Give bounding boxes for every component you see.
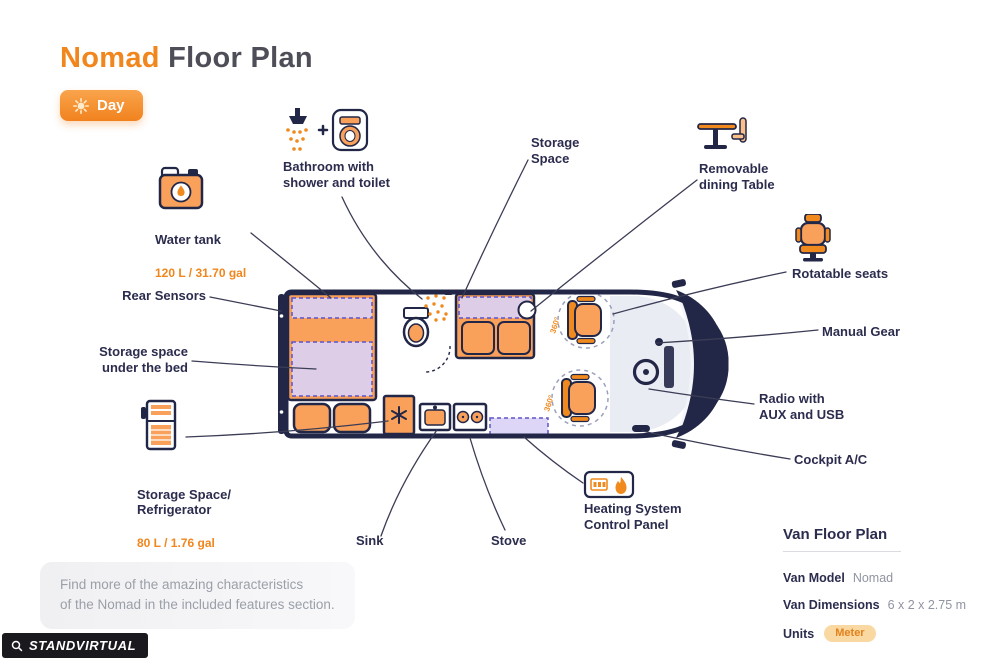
dining-table-icon <box>697 117 747 149</box>
callout-sink: Sink <box>356 533 384 548</box>
magnifier-icon <box>11 640 23 651</box>
van-dimensions-value: 6 x 2 x 2.75 m <box>887 598 967 612</box>
bathroom-door-swing <box>423 345 451 373</box>
callout-dining-table: Removable dining Table <box>699 161 775 192</box>
callout-under-bed: Storage space under the bed <box>99 344 188 375</box>
callout-storage-space: Storage Space <box>531 135 580 166</box>
callout-manual-gear: Manual Gear <box>822 324 901 339</box>
water-tank-icon <box>158 166 204 210</box>
pillow <box>292 402 332 434</box>
callout-rear-sensors: Rear Sensors <box>122 288 206 303</box>
entry-storage-zone <box>489 417 549 436</box>
van-info-panel: Van Floor Plan Van Model Nomad Van Dimen… <box>783 526 993 642</box>
dining-table <box>517 300 537 320</box>
line-stove <box>469 437 506 531</box>
info-row-van-model: Van Model Nomad <box>783 571 993 585</box>
water-tank-capacity: 120 L / 31.70 gal <box>155 265 247 280</box>
info-panel-title: Van Floor Plan <box>783 526 902 552</box>
callout-fridge: Storage Space/ Refrigerator 80 L / 1.76 … <box>137 471 231 566</box>
line-rear-sensors <box>209 296 282 312</box>
callout-heating: Heating System Control Panel <box>584 501 682 532</box>
faucet <box>433 405 437 410</box>
callout-water-tank: Water tank 120 L / 31.70 gal <box>155 216 246 296</box>
fridge-icon <box>141 399 177 451</box>
shower-spray <box>424 294 448 322</box>
water-tank-label: Water tank <box>155 231 221 247</box>
mirror-bottom <box>671 440 687 449</box>
heating-panel-icon <box>583 470 635 499</box>
ac-vent <box>632 425 650 432</box>
under-bed-storage-zone <box>291 341 373 397</box>
van-dimensions-label: Van Dimensions <box>783 598 880 612</box>
rear-sensor-dot <box>279 410 284 414</box>
flame-icon <box>615 477 627 494</box>
stove-unit <box>452 402 488 432</box>
rotatable-seat-driver: 360° <box>542 369 609 427</box>
brand-name: Nomad <box>60 42 160 74</box>
callout-bathroom: Bathroom with shower and toilet <box>283 159 390 190</box>
bed-storage-zone <box>291 297 373 319</box>
radio-console <box>664 346 674 388</box>
pillow <box>332 402 372 434</box>
day-mode-toggle[interactable]: Day <box>60 90 143 121</box>
plus-icon <box>317 124 329 136</box>
callout-rotatable-seats: Rotatable seats <box>792 266 889 281</box>
fridge-label: Storage Space/ Refrigerator <box>137 486 231 518</box>
van-model-label: Van Model <box>783 571 845 585</box>
rear-sensor-dot <box>279 314 284 318</box>
steering-wheel <box>632 358 660 386</box>
info-row-van-dimensions: Van Dimensions 6 x 2 x 2.75 m <box>783 598 993 612</box>
day-mode-label: Day <box>97 97 125 114</box>
fan-symbol <box>391 406 407 424</box>
page-title: Nomad Floor Plan <box>60 42 313 75</box>
page-title-rest: Floor Plan <box>168 42 313 74</box>
gear-knob <box>655 338 663 346</box>
info-row-units: Units Meter <box>783 625 993 642</box>
van-floor-plan: 360° 360° <box>278 279 729 449</box>
callout-cockpit-ac: Cockpit A/C <box>794 452 868 467</box>
mirror-top <box>671 279 687 288</box>
windshield <box>677 297 694 431</box>
watermark-text: STANDVIRTUAL <box>29 638 137 653</box>
seat-icon <box>795 214 831 262</box>
fridge-capacity: 80 L / 1.76 gal <box>137 536 215 551</box>
watermark: STANDVIRTUAL <box>2 633 149 658</box>
van-model-value: Nomad <box>852 571 894 585</box>
features-note: Find more of the amazing characteristics… <box>40 562 355 629</box>
bathroom-icon <box>286 108 369 152</box>
callout-stove: Stove <box>491 533 527 548</box>
units-meter-badge[interactable]: Meter <box>824 625 876 642</box>
sun-icon <box>73 97 89 114</box>
cushion <box>497 321 531 355</box>
toilet-tank <box>403 307 429 319</box>
units-label: Units <box>783 626 815 641</box>
cushion <box>461 321 495 355</box>
callout-radio: Radio with AUX and USB <box>759 391 845 422</box>
